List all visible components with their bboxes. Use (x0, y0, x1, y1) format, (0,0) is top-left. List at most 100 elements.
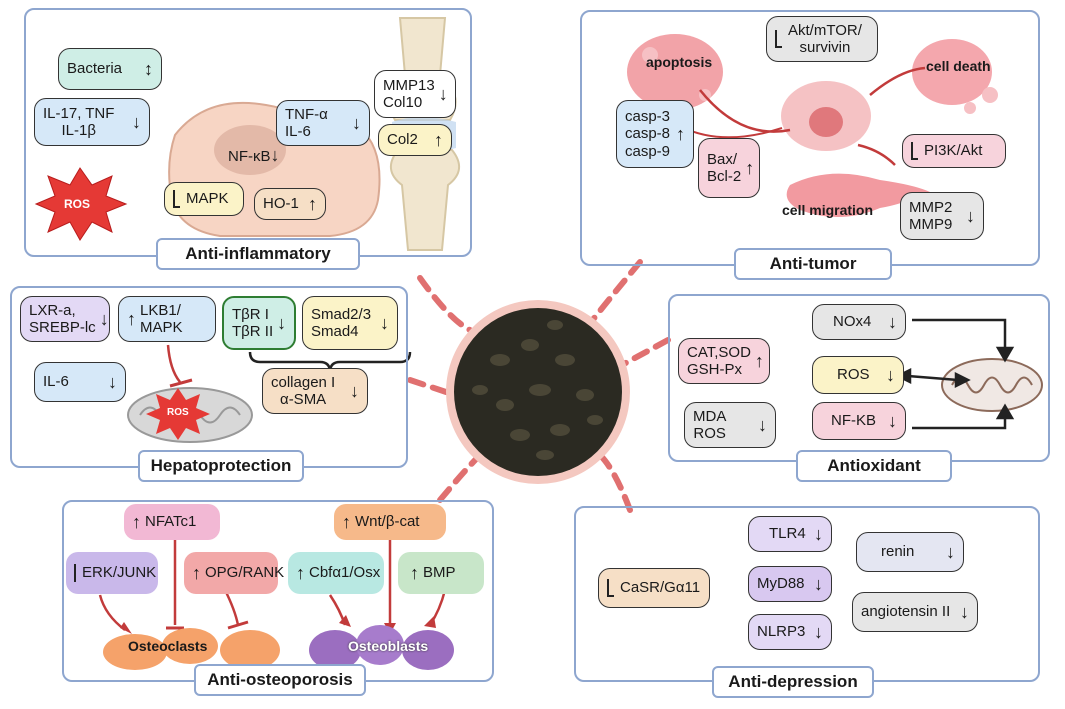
cbfa-box: ↑ Cbfα1/Osx (288, 552, 384, 594)
down-arrow-icon: ↓ (270, 145, 280, 165)
angiotensin-label: angiotensin II (861, 603, 951, 621)
down-arrow-icon: ↓ (886, 364, 895, 385)
up-arrow-icon: ↑ (754, 350, 764, 371)
osteoblasts-label: Osteoblasts (348, 638, 429, 654)
il17-box: IL-17, TNF IL-1β ↓ (34, 98, 150, 146)
up-arrow-icon: ↑ (308, 193, 317, 214)
tbr-box: TβR I TβR II ↓ (222, 296, 296, 350)
down-arrow-icon: ↓ (132, 111, 141, 132)
bmp-box: ↑ BMP (398, 552, 484, 594)
down-arrow-icon: ↓ (758, 414, 767, 435)
ros-label: ROS (64, 197, 91, 211)
mmp-line1: MMP2 (909, 198, 953, 216)
mmp-line2: MMP9 (909, 216, 953, 233)
mmp13-line1: MMP13 (383, 76, 435, 94)
bax-line1: Bax/ (707, 150, 738, 168)
il6-box: IL-6 ↓ (34, 362, 126, 402)
inhibit-icon (911, 142, 918, 160)
down-arrow-icon: ↓ (277, 312, 287, 333)
collagen-line2: α-SMA (280, 391, 327, 408)
il6-label: IL-6 (43, 373, 69, 391)
mda-box: MDA ROS ↓ (684, 402, 776, 448)
lxr-line1: LXR-a, (29, 301, 76, 319)
down-arrow-icon: ↓ (380, 312, 389, 333)
updown-arrow-icon: ↕ (144, 58, 153, 79)
pi3k-label: PI3K/Akt (924, 142, 983, 160)
renin-label: renin (881, 543, 915, 561)
down-arrow-icon: ↓ (99, 308, 109, 329)
tlr4-box: TLR4 ↓ (748, 516, 832, 552)
cat-box: CAT,SOD GSH-Px ↑ (678, 338, 770, 384)
down-arrow-icon: ↓ (814, 573, 823, 594)
akt-box: Akt/mTOR/ survivin (766, 16, 878, 62)
casp-line2: casp-8 (625, 125, 671, 143)
connector-anti-osteoporosis (437, 452, 483, 503)
tumor-links (699, 66, 926, 166)
tlr4-label: TLR4 (769, 525, 806, 543)
bacteria-label: Bacteria (67, 60, 123, 78)
erk-box: ERK/JUNK (66, 552, 158, 594)
nlrp3-box: NLRP3 ↓ (748, 614, 832, 650)
up-arrow-icon: ↑ (676, 123, 685, 144)
cat-line1: CAT,SOD (687, 343, 751, 361)
nfatc1-box: ↑ NFATc1 (124, 504, 220, 540)
down-arrow-icon: ↓ (814, 523, 823, 544)
opg-box: ↑ OPG/RANK (184, 552, 284, 594)
down-arrow-icon: ↓ (966, 205, 975, 226)
casp-box: casp-3 casp-8 casp-9 ↑ (616, 100, 694, 168)
down-arrow-icon: ↓ (438, 83, 448, 104)
title-anti-osteoporosis: Anti-osteoporosis (194, 664, 366, 696)
nlrp3-label: NLRP3 (757, 623, 806, 641)
title-anti-tumor: Anti-tumor (734, 248, 892, 280)
title-anti-inflammatory: Anti-inflammatory (156, 238, 360, 270)
casp-line3: casp-9 (625, 142, 671, 160)
down-arrow-icon: ↓ (350, 380, 359, 401)
antioxidant-arrows (895, 318, 1015, 430)
down-arrow-icon: ↓ (814, 621, 823, 642)
lxr-line2: SREBP-lc (29, 319, 96, 336)
akt-line2: survivin (799, 39, 851, 56)
akt-line1: Akt/mTOR/ (788, 21, 862, 39)
hepato-ros-star (146, 388, 210, 440)
erk-label: ERK/JUNK (82, 564, 157, 582)
ho1-box: HO-1 ↑ (254, 188, 326, 220)
cell-death-label: cell death (926, 58, 991, 74)
up-arrow-icon: ↑ (192, 562, 201, 583)
bax-line2: Bcl-2 (707, 168, 742, 185)
apoptosis-label: apoptosis (646, 54, 713, 70)
tnf-line1: TNF-α (285, 105, 328, 123)
mmp13-line2: Col10 (383, 94, 423, 111)
connector-antioxidant (619, 337, 671, 368)
connector-anti-depression (597, 452, 633, 513)
tumor-cells (627, 34, 998, 218)
connector-anti-inflammatory (417, 275, 473, 333)
mapk-label: MAPK (186, 190, 229, 208)
nfatc1-label: NFATc1 (145, 513, 197, 531)
title-hepatoprotection: Hepatoprotection (138, 450, 304, 482)
collagen-box: collagen I α-SMA ↓ (262, 368, 368, 414)
hepato-ros-label: ROS (167, 407, 189, 418)
up-arrow-icon: ↑ (745, 157, 755, 178)
ros-star (34, 167, 128, 241)
up-arrow-icon: ↑ (410, 562, 419, 583)
collagen-line1: collagen I (271, 373, 336, 391)
ros-box-label: ROS (837, 366, 870, 384)
wnt-box: ↑ Wnt/β-cat (334, 504, 446, 540)
nox4-box: NOx4 ↓ (812, 304, 906, 340)
tbr-line2: TβR II (232, 323, 274, 340)
il17-line2: IL-1β (61, 122, 96, 139)
mda-line1: MDA (693, 407, 727, 425)
nfkb-label: NF-κB↓ (228, 145, 280, 166)
osteoblast-cells (309, 625, 454, 670)
cell-migration-label: cell migration (782, 202, 874, 218)
inhibit-icon (173, 190, 180, 208)
title-anti-depression: Anti-depression (712, 666, 874, 698)
inhibit-icon (74, 564, 76, 582)
inhibit-icon (775, 30, 782, 48)
col2-label: Col2 (387, 131, 418, 149)
myd88-box: MyD88 ↓ (748, 566, 832, 602)
bacteria-box: Bacteria ↕ (58, 48, 162, 90)
mapk-box: MAPK (164, 182, 244, 216)
cat-line2: GSH-Px (687, 361, 743, 378)
seed-texture (472, 320, 603, 460)
